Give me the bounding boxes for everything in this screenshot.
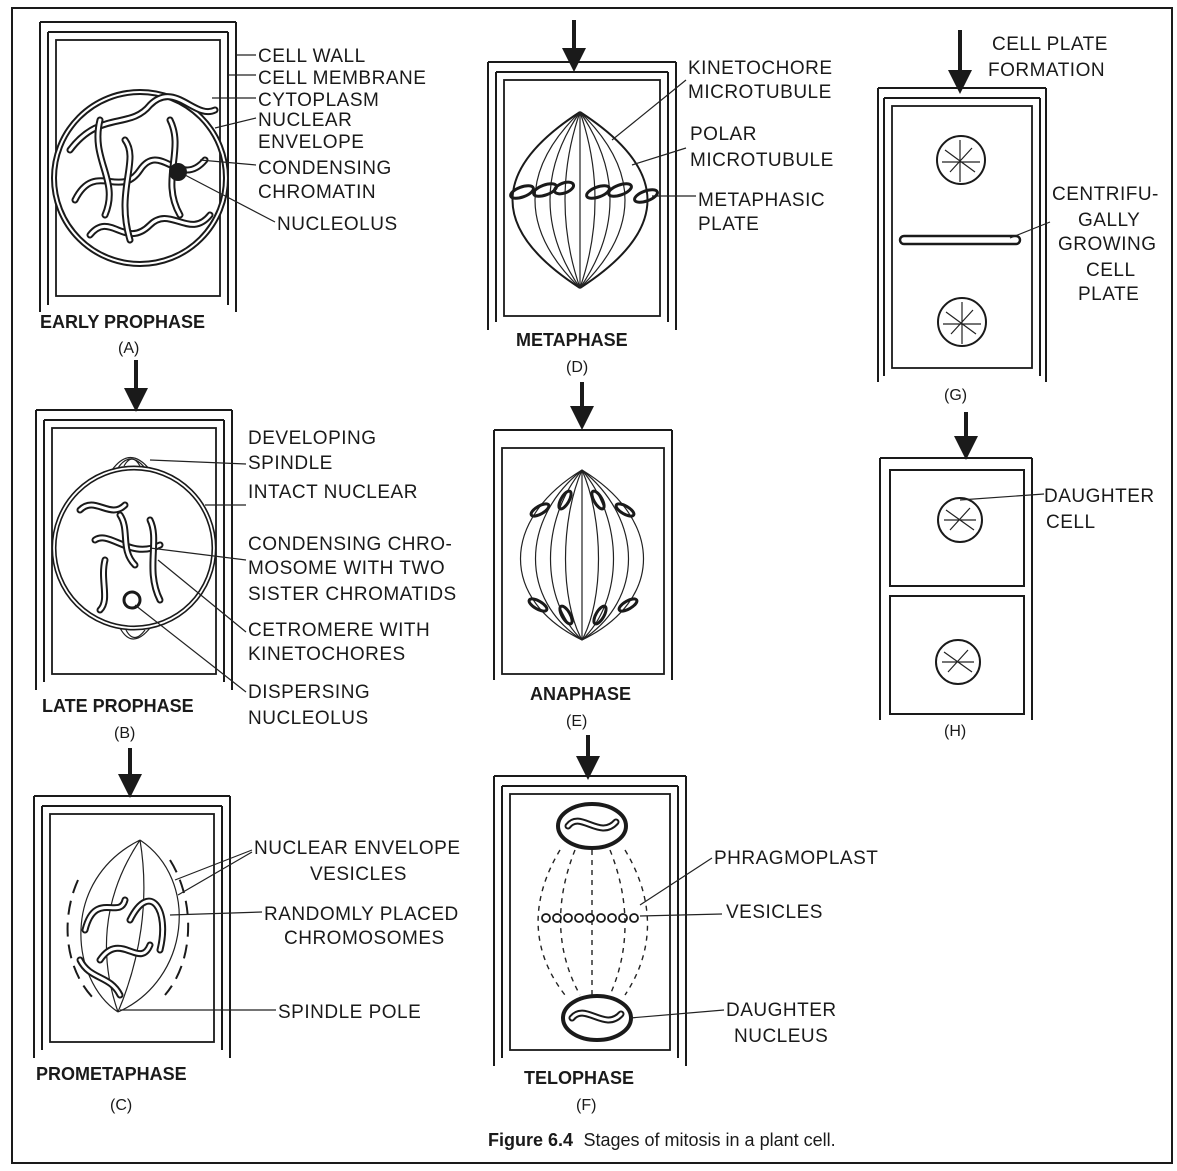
arrow-e-to-f — [576, 735, 600, 780]
arrow-g-to-h — [954, 412, 978, 460]
stage-letter-b: (B) — [114, 725, 135, 742]
label-dispersing: DISPERSING — [248, 682, 370, 703]
arrow-into-g — [948, 30, 972, 94]
label-centrifu: CENTRIFU- — [1052, 184, 1159, 205]
label-envelope: ENVELOPE — [258, 132, 364, 153]
stage-name-late-prophase: LATE PROPHASE — [42, 696, 194, 716]
stage-f-telophase: PHRAGMOPLAST VESICLES DAUGHTER NUCLEUS T… — [494, 776, 878, 1114]
arrow-into-d — [562, 20, 586, 72]
stage-letter-a: (A) — [118, 340, 139, 357]
caption-bold: Figure 6.4 — [488, 1130, 573, 1150]
arrow-b-to-c — [118, 748, 142, 798]
label-cell-g: CELL — [1086, 260, 1136, 281]
label-gally: GALLY — [1078, 210, 1140, 231]
label-cell-wall: CELL WALL — [258, 46, 366, 67]
stage-h-daughter-cells: DAUGHTER CELL (H) — [880, 458, 1155, 740]
stage-letter-f: (F) — [576, 1097, 596, 1114]
label-kinetochores: KINETOCHORES — [248, 644, 406, 665]
stage-d-metaphase: KINETOCHORE MICROTUBULE POLAR MICROTUBUL… — [488, 20, 834, 376]
stage-e-anaphase: ANAPHASE (E) — [494, 430, 672, 730]
label-developing: DEVELOPING — [248, 428, 377, 449]
label-nucleolus: NUCLEOLUS — [277, 214, 398, 235]
label-spindle-pole: SPINDLE POLE — [278, 1002, 421, 1023]
label-vesicles-f: VESICLES — [726, 902, 823, 923]
label-phragmoplast: PHRAGMOPLAST — [714, 848, 878, 869]
label-microtubule-2: MICROTUBULE — [690, 150, 834, 171]
label-kinetochore: KINETOCHORE — [688, 58, 833, 79]
label-nuclear-envelope: NUCLEAR ENVELOPE — [254, 838, 461, 859]
arrow-d-to-e — [570, 382, 594, 430]
label-condensing: CONDENSING — [258, 158, 392, 179]
nucleolus-shape — [169, 163, 187, 181]
arrow-a-to-b — [124, 360, 148, 412]
label-mosome-with-two: MOSOME WITH TWO — [248, 558, 445, 579]
label-randomly-placed: RANDOMLY PLACED — [264, 904, 459, 925]
stage-name-early-prophase: EARLY PROPHASE — [40, 312, 205, 332]
label-nuclear: NUCLEAR — [258, 110, 352, 131]
label-formation: FORMATION — [988, 60, 1105, 81]
label-condensing-chro: CONDENSING CHRO- — [248, 534, 452, 555]
label-daughter-h: DAUGHTER — [1044, 486, 1155, 507]
label-sister-chromatids: SISTER CHROMATIDS — [248, 584, 457, 605]
stage-a-early-prophase: CELL WALL CELL MEMBRANE CYTOPLASM NUCLEA… — [40, 22, 426, 357]
label-chromosomes: CHROMOSOMES — [284, 928, 445, 949]
stage-letter-e: (E) — [566, 713, 587, 730]
stage-g-cell-plate: CELL PLATE FORMATION CENTRIFU- GALLY GRO… — [878, 30, 1159, 404]
label-spindle: SPINDLE — [248, 453, 333, 474]
stage-name-anaphase: ANAPHASE — [530, 684, 631, 704]
label-nucleus-f: NUCLEUS — [734, 1026, 828, 1047]
stage-letter-g: (G) — [944, 387, 967, 404]
stage-letter-d: (D) — [566, 359, 588, 376]
label-vesicles-c: VESICLES — [310, 864, 407, 885]
stage-name-metaphase: METAPHASE — [516, 330, 628, 350]
label-nucleolus-b: NUCLEOLUS — [248, 708, 369, 729]
label-cytoplasm: CYTOPLASM — [258, 90, 379, 111]
label-polar: POLAR — [690, 124, 757, 145]
stage-c-prometaphase: NUCLEAR ENVELOPE VESICLES RANDOMLY PLACE… — [34, 796, 461, 1114]
figure-caption: Figure 6.4 Stages of mitosis in a plant … — [488, 1130, 836, 1150]
stage-name-prometaphase: PROMETAPHASE — [36, 1064, 187, 1084]
label-cell-plate: CELL PLATE — [992, 34, 1108, 55]
label-daughter-f: DAUGHTER — [726, 1000, 837, 1021]
label-growing: GROWING — [1058, 234, 1157, 255]
label-plate-d: PLATE — [698, 214, 759, 235]
label-plate-g: PLATE — [1078, 284, 1139, 305]
label-intact-nuclear: INTACT NUCLEAR — [248, 482, 418, 503]
label-microtubule-1: MICROTUBULE — [688, 82, 832, 103]
stage-letter-h: (H) — [944, 723, 966, 740]
stage-b-late-prophase: DEVELOPING SPINDLE INTACT NUCLEAR CONDEN… — [36, 410, 457, 742]
caption-text: Stages of mitosis in a plant cell. — [583, 1130, 835, 1150]
label-cell-h: CELL — [1046, 512, 1096, 533]
stage-letter-c: (C) — [110, 1097, 132, 1114]
label-chromatin: CHROMATIN — [258, 182, 376, 203]
stage-name-telophase: TELOPHASE — [524, 1068, 634, 1088]
label-cetromere-with: CETROMERE WITH — [248, 620, 430, 641]
label-metaphasic: METAPHASIC — [698, 190, 825, 211]
label-cell-membrane: CELL MEMBRANE — [258, 68, 426, 89]
